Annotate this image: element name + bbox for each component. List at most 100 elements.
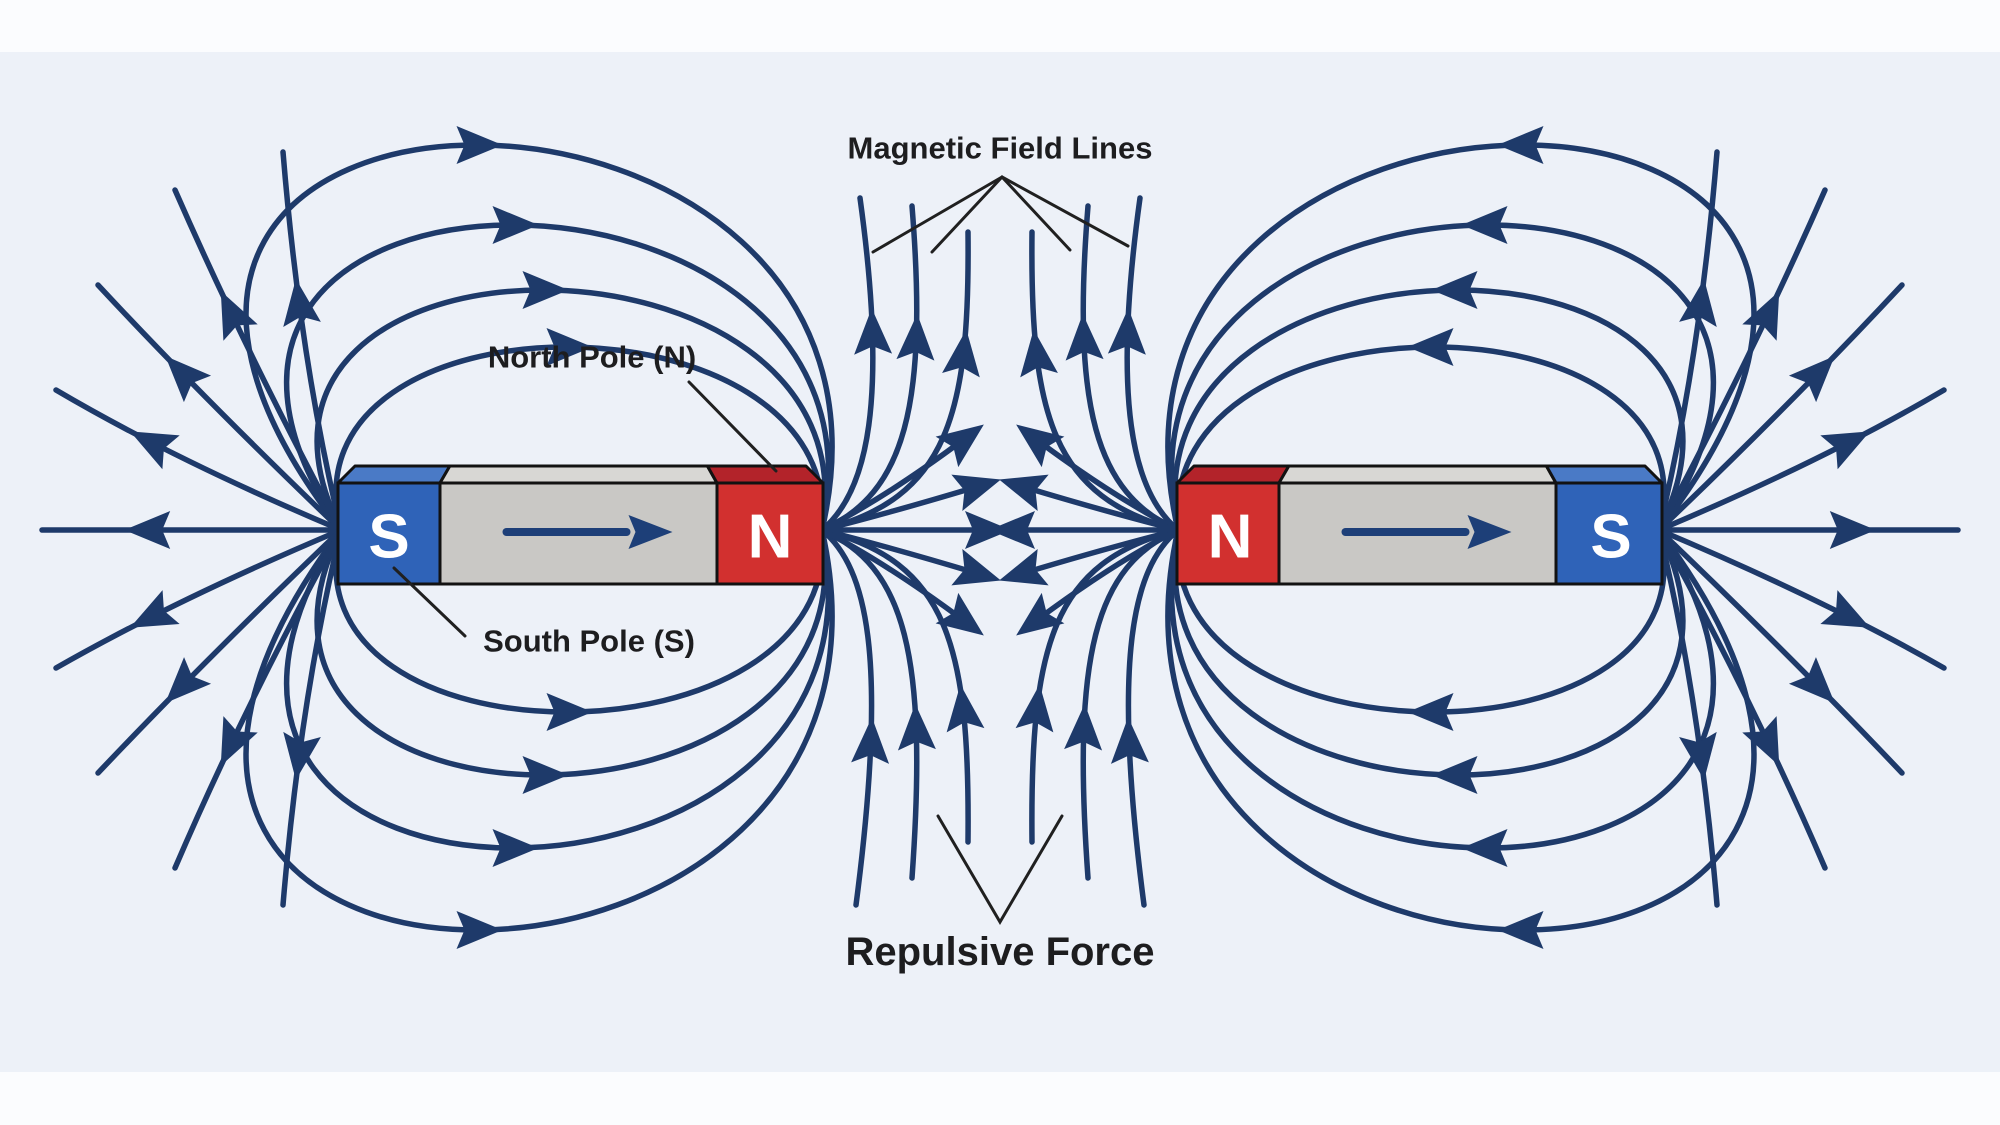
field-arrowhead — [851, 717, 890, 764]
magnet-front-face — [438, 481, 719, 586]
field-arrowhead — [1679, 731, 1717, 781]
field-arrowhead — [1820, 431, 1870, 470]
field-arrowhead — [130, 431, 180, 470]
field-line — [280, 149, 344, 533]
left-magnet-south-letter: S — [368, 503, 409, 572]
field-line — [1656, 282, 1905, 533]
field-arrowhead — [1065, 313, 1104, 361]
magnet-front-face — [715, 481, 825, 586]
field-line — [172, 187, 344, 533]
field-line — [95, 527, 344, 776]
field-arrowhead — [283, 731, 321, 781]
left-magnet-north-letter: N — [748, 503, 793, 572]
field-arrowhead — [1407, 328, 1454, 366]
field-line — [819, 437, 966, 533]
right-magnet-north-letter: N — [1208, 503, 1253, 572]
magnet-top-face — [1544, 464, 1664, 485]
magnet-top-face — [1175, 464, 1291, 485]
field-line — [1656, 187, 1828, 533]
field-arrowhead — [989, 511, 1035, 549]
field-line — [819, 484, 979, 533]
field-arrowhead — [951, 549, 1001, 586]
field-arrowhead — [1820, 590, 1871, 628]
field-arrowhead — [1015, 684, 1054, 733]
magnet-top-face — [336, 464, 452, 485]
field-arrowhead — [1679, 278, 1717, 327]
label-pointer-line — [687, 380, 778, 473]
label-pointer-line — [1000, 175, 1130, 248]
field-arrowhead — [951, 474, 1001, 511]
field-arrowhead — [1497, 911, 1544, 949]
field-line — [1034, 527, 1181, 623]
field-arrowhead — [456, 126, 503, 164]
magnets-layer — [336, 464, 1664, 586]
field-arrowhead — [1461, 206, 1508, 244]
field-arrowhead — [1407, 693, 1454, 731]
field-line — [1125, 527, 1181, 908]
north-pole-label: North Pole (N) — [488, 340, 696, 375]
field-arrowhead — [1742, 716, 1780, 766]
label-pointer-line — [1000, 175, 1072, 252]
field-arrowhead — [492, 829, 539, 867]
field-arrowhead — [492, 206, 539, 244]
field-line — [1021, 527, 1181, 576]
field-arrowhead — [1016, 592, 1065, 636]
field-arrowhead — [935, 424, 984, 468]
field-line — [53, 527, 344, 671]
field-line — [1656, 387, 1947, 533]
field-arrowhead — [220, 716, 258, 766]
magnet-internal-arrowhead — [628, 515, 673, 549]
top-edge-band — [0, 0, 2000, 52]
field-line — [1656, 527, 1828, 871]
magnet-top-face — [438, 464, 719, 485]
field-arrowhead — [1497, 126, 1544, 164]
field-arrowhead — [999, 549, 1049, 586]
field-arrowhead — [1431, 271, 1478, 309]
right-magnet-south-letter: S — [1590, 503, 1631, 572]
field-arrowhead — [220, 291, 258, 341]
magnet-top-face — [705, 464, 825, 485]
field-arrowhead — [896, 313, 935, 361]
field-lines-layer — [39, 126, 1961, 949]
annotation-pointers — [392, 175, 1130, 925]
label-pointer-line — [936, 814, 1064, 925]
field-arrowhead — [1742, 291, 1780, 341]
label-pointer-line — [871, 175, 1004, 254]
field-arrowhead — [546, 328, 593, 366]
field-line — [1656, 527, 1947, 671]
label-pointer-line — [392, 566, 467, 638]
field-line — [1656, 527, 1905, 776]
field-line — [819, 527, 979, 576]
field-arrowhead — [1829, 511, 1876, 549]
field-line — [819, 195, 876, 533]
labels-layer: Magnetic Field Lines North Pole (N) Sout… — [368, 131, 1631, 975]
field-arrowhead — [456, 911, 503, 949]
field-arrowhead — [165, 657, 212, 704]
field-arrowhead — [1110, 717, 1149, 764]
field-arrowhead — [1064, 703, 1103, 751]
field-arrowhead — [283, 278, 321, 327]
field-line — [1124, 195, 1181, 533]
magnet-top-face — [1277, 464, 1558, 485]
label-pointer-line — [930, 175, 1004, 254]
field-arrowhead — [1016, 424, 1065, 468]
field-arrowhead — [1107, 308, 1146, 355]
field-line — [1034, 437, 1181, 533]
field-line — [280, 527, 344, 908]
field-arrowhead — [854, 308, 893, 355]
field-line — [53, 387, 344, 533]
south-pole-label: South Pole (S) — [483, 624, 695, 659]
magnet-front-face — [336, 481, 442, 586]
field-lines-label: Magnetic Field Lines — [848, 131, 1153, 166]
field-arrowhead — [946, 684, 985, 733]
field-arrowhead — [522, 271, 569, 309]
field-arrowhead — [999, 474, 1049, 511]
field-arrowhead — [124, 511, 171, 549]
magnet-front-face — [1277, 481, 1558, 586]
field-arrowhead — [897, 703, 936, 751]
repulsive-force-label: Repulsive Force — [845, 930, 1154, 974]
magnet-internal-arrowhead — [1467, 515, 1512, 549]
field-line — [172, 527, 344, 871]
field-arrowhead — [546, 693, 593, 731]
